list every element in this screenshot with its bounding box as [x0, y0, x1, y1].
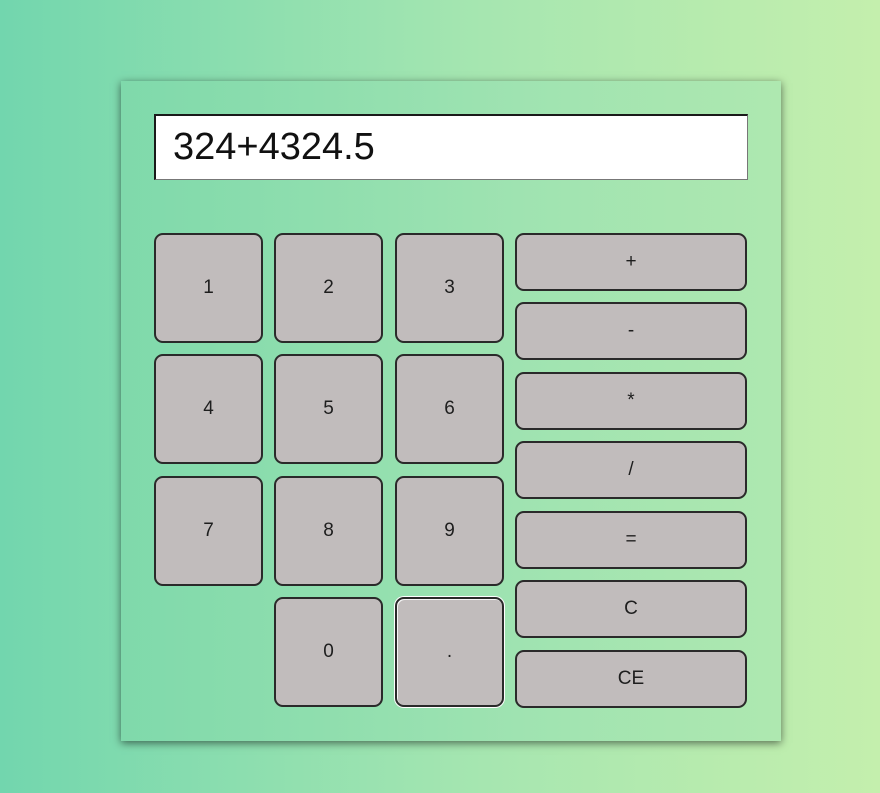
- digit-3-button[interactable]: 3: [395, 233, 504, 343]
- multiply-button[interactable]: *: [515, 372, 747, 430]
- decimal-point-button[interactable]: .: [395, 597, 504, 707]
- subtract-button[interactable]: -: [515, 302, 747, 360]
- divide-button[interactable]: /: [515, 441, 747, 499]
- digit-8-button[interactable]: 8: [274, 476, 383, 586]
- digit-7-button[interactable]: 7: [154, 476, 263, 586]
- calculator-panel: 324+4324.5 1 2 3 4 5 6 7 8 9 0 . + - * /…: [121, 81, 781, 741]
- display-field[interactable]: 324+4324.5: [154, 114, 748, 180]
- digit-6-button[interactable]: 6: [395, 354, 504, 464]
- digit-4-button[interactable]: 4: [154, 354, 263, 464]
- digit-1-button[interactable]: 1: [154, 233, 263, 343]
- equals-button[interactable]: =: [515, 511, 747, 569]
- clear-button[interactable]: C: [515, 580, 747, 638]
- add-button[interactable]: +: [515, 233, 747, 291]
- digit-5-button[interactable]: 5: [274, 354, 383, 464]
- clear-entry-button[interactable]: CE: [515, 650, 747, 708]
- digit-9-button[interactable]: 9: [395, 476, 504, 586]
- digit-2-button[interactable]: 2: [274, 233, 383, 343]
- digit-0-button[interactable]: 0: [274, 597, 383, 707]
